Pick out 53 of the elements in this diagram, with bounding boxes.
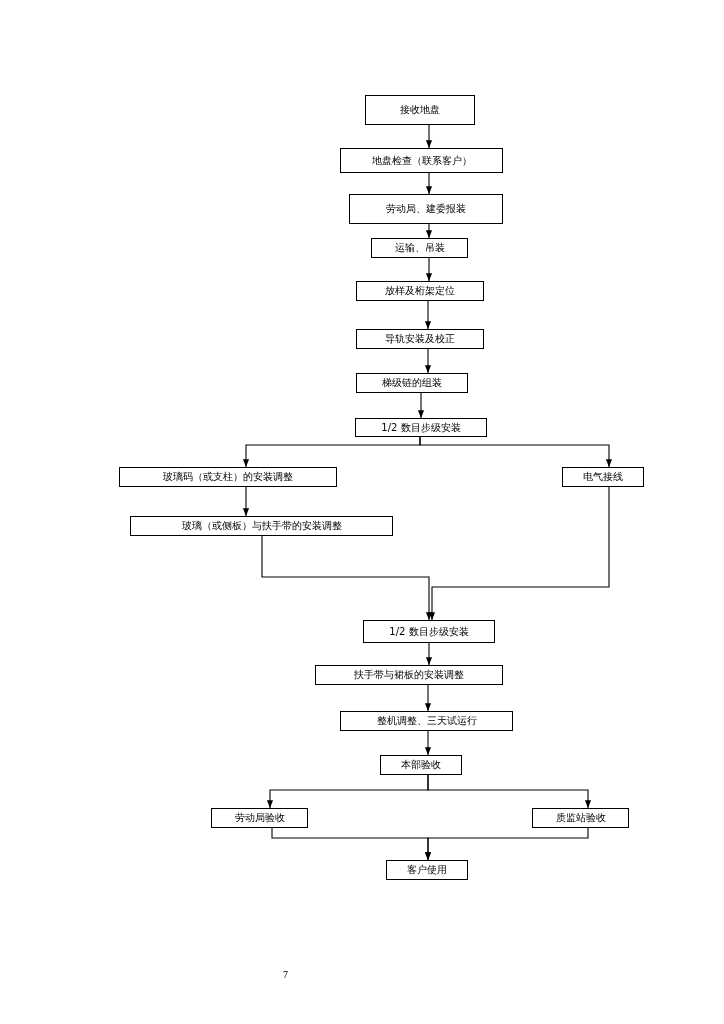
- process-box: [380, 755, 462, 775]
- arrow: [424, 730, 432, 756]
- step-text: 电气接线: [583, 470, 623, 484]
- step-text: 放样及桁架定位: [385, 284, 455, 298]
- process-box: [315, 665, 503, 685]
- step-text: 质监站验收: [555, 811, 606, 825]
- step-text: 地盘检查（联系客户）: [371, 153, 472, 168]
- arrow: [425, 124, 433, 149]
- process-box: [356, 281, 484, 301]
- step-text: 本部验收: [401, 758, 441, 772]
- process-box: [532, 808, 629, 828]
- arrow: [419, 436, 613, 468]
- step-text: 玻璃（或侧板）与扶手带的安装调整: [181, 519, 342, 533]
- step-text: 扶手带与裙板的安装调整: [354, 668, 464, 682]
- arrow: [424, 827, 589, 861]
- step-text: 接收地盘: [400, 103, 440, 117]
- process-box: [365, 95, 475, 125]
- step-text: 劳动局验收: [234, 811, 285, 825]
- step-text: 整机调整、三天试运行: [376, 714, 477, 728]
- process-box: [355, 418, 487, 437]
- arrow: [242, 486, 250, 517]
- arrow: [424, 684, 432, 712]
- process-box: [130, 516, 393, 536]
- step-text: 1/2 数目步级安装: [389, 624, 469, 639]
- arrow: [427, 774, 592, 809]
- step-text: 客户使用: [407, 863, 447, 877]
- process-box: [349, 194, 503, 224]
- process-box: [340, 711, 513, 731]
- process-box: [340, 148, 503, 173]
- process-box: [386, 860, 468, 880]
- step-text: 1/2 数目步级安装: [381, 420, 461, 435]
- process-box: [562, 467, 644, 487]
- process-box: [356, 373, 468, 393]
- arrow: [425, 223, 433, 239]
- page-number: 7: [283, 969, 288, 980]
- process-box: [356, 329, 484, 349]
- arrow: [424, 348, 432, 374]
- process-box: [211, 808, 308, 828]
- process-box: [363, 620, 495, 643]
- arrow: [425, 257, 433, 282]
- arrow: [428, 486, 610, 621]
- process-box: [371, 238, 468, 258]
- step-text: 劳动局、建委报装: [386, 202, 466, 216]
- arrow: [425, 172, 433, 195]
- arrow: [424, 300, 432, 330]
- step-text: 玻璃码（或支柱）的安装调整: [163, 470, 293, 484]
- arrow: [417, 392, 425, 419]
- arrow: [261, 535, 433, 621]
- step-text: 导轨安装及校正: [385, 332, 455, 346]
- process-box: [119, 467, 337, 487]
- step-text: 梯级链的组装: [382, 376, 442, 390]
- arrow: [425, 642, 433, 666]
- step-text: 运输、吊装: [394, 241, 445, 255]
